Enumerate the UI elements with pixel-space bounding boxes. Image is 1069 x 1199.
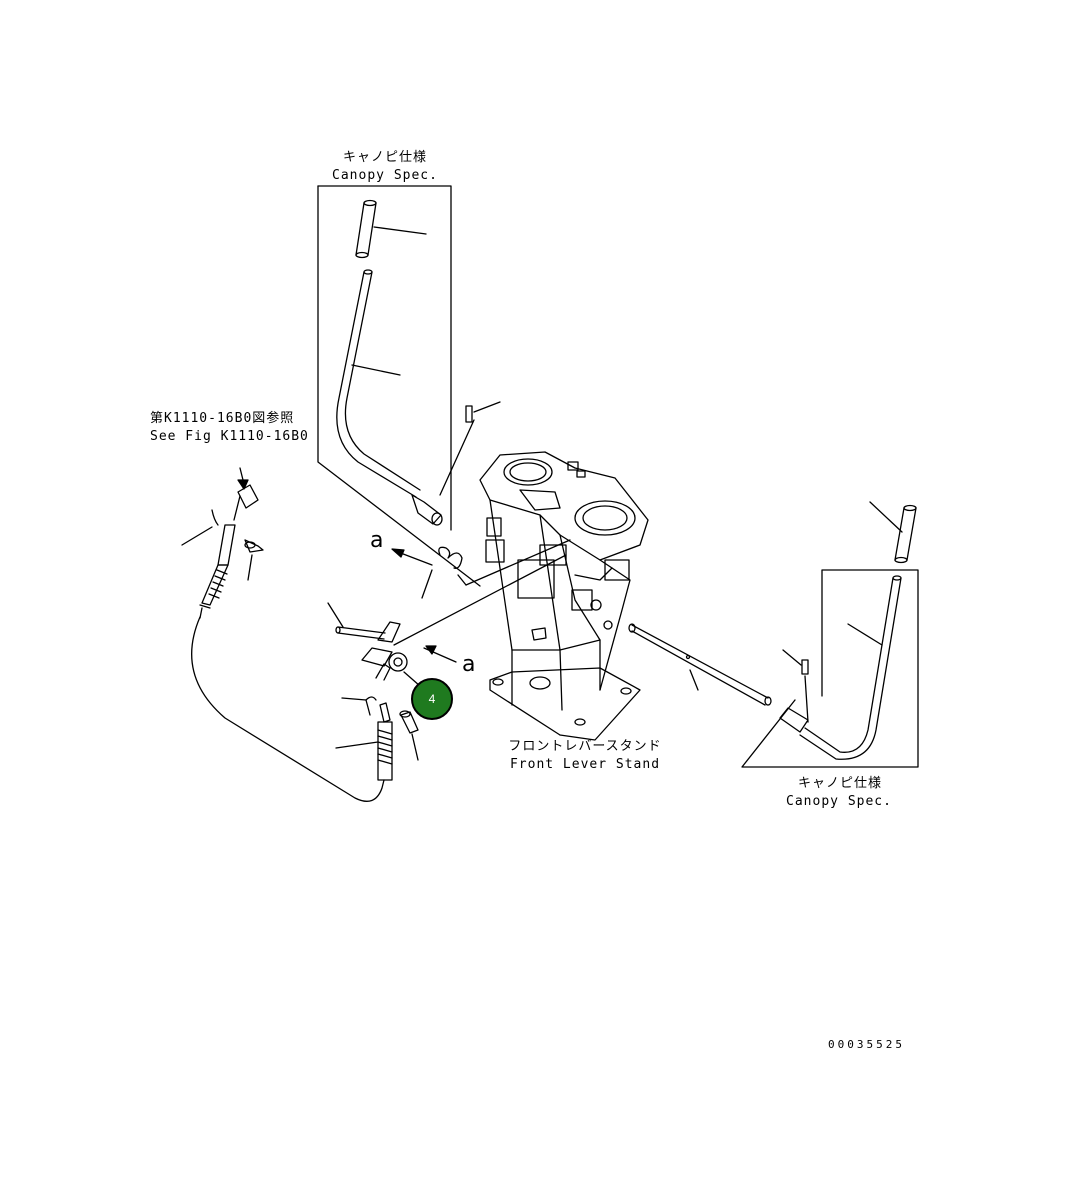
reference-a-left: a: [370, 528, 385, 553]
cable-end-lower: [335, 702, 419, 781]
see-fig-en: See Fig K1110-16B0: [150, 429, 309, 444]
spring-clip: [391, 539, 571, 599]
front-lever-stand: [479, 451, 649, 741]
canopy-spec-right-jp: キャノピ仕様: [797, 776, 882, 791]
shaft-right: [628, 623, 772, 706]
see-fig-jp: 第K1110-16B0図参照: [150, 411, 295, 426]
lever-rod-left: [336, 269, 443, 526]
drawing-number: 00035525: [828, 1038, 905, 1051]
canopy-spec-frame-right: [741, 569, 919, 768]
canopy-spec-frame-left: [317, 185, 481, 587]
front-lever-stand-en: Front Lever Stand: [509, 757, 661, 772]
canopy-spec-left-jp: キャノピ仕様: [342, 150, 427, 165]
grip-left: [355, 199, 427, 259]
canopy-spec-left-en: Canopy Spec.: [332, 168, 438, 183]
control-cable: [191, 616, 385, 802]
cable-end-upper: [181, 467, 264, 619]
pin-small-upper: [439, 401, 501, 496]
reference-a-right: a: [462, 652, 477, 677]
callout-part-4[interactable]: 4: [411, 678, 453, 720]
lever-rod-right: [779, 575, 902, 760]
canopy-spec-right-en: Canopy Spec.: [786, 794, 892, 809]
grip-right: [869, 501, 917, 564]
pin-small-right: [782, 649, 809, 723]
front-lever-stand-jp: フロントレバースタンド: [508, 739, 662, 754]
